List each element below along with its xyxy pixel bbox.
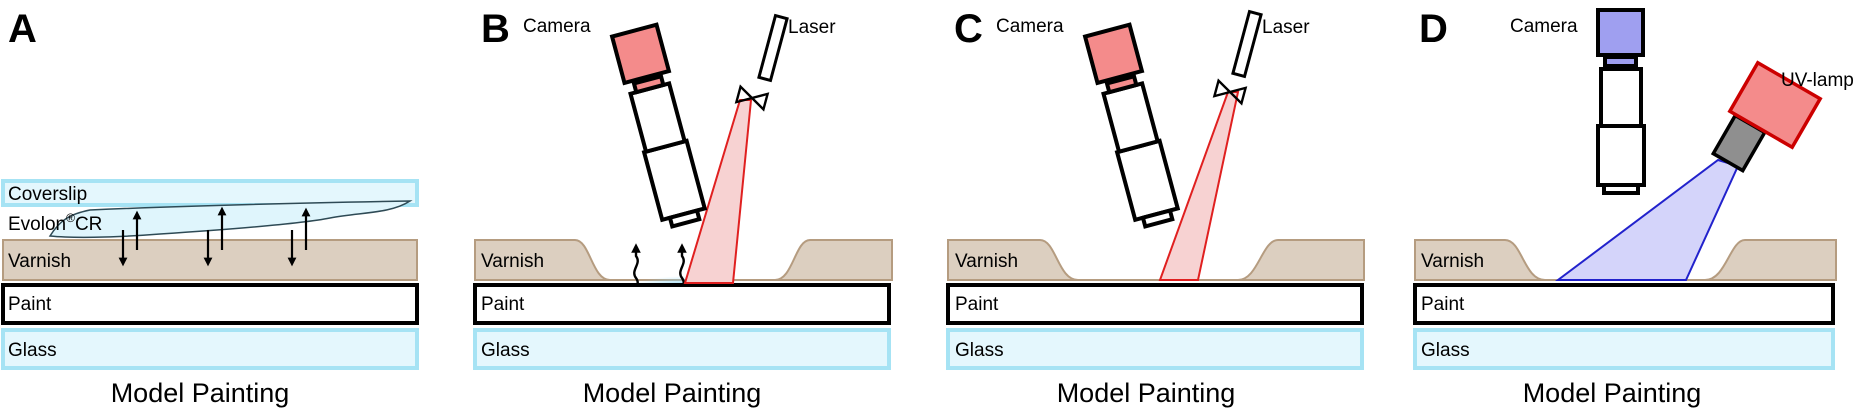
laser-body — [757, 13, 789, 83]
camera-objective — [667, 208, 702, 229]
camera-head — [1082, 22, 1145, 86]
glass-layer — [473, 328, 891, 370]
camera-label: Camera — [523, 16, 591, 37]
lamp-head — [1727, 60, 1823, 150]
camera-mount — [1104, 73, 1139, 95]
coverslip-label: Coverslip — [8, 184, 87, 205]
panel-letter: D — [1419, 7, 1448, 51]
varnish-label: Varnish — [1421, 251, 1484, 272]
glass-layer — [1, 328, 419, 370]
paint-label: Paint — [481, 294, 525, 315]
camera-label: Camera — [1510, 16, 1578, 37]
varnish-layer — [474, 239, 893, 281]
glass-label: Glass — [481, 340, 530, 361]
varnish-label: Varnish — [8, 251, 71, 272]
camera-body — [641, 138, 708, 223]
camera-mount — [631, 73, 666, 95]
paint-layer — [1, 283, 419, 325]
evolon-film — [48, 200, 413, 239]
panel-caption: Model Painting — [111, 378, 290, 408]
paint-layer — [946, 283, 1364, 325]
panel-caption: Model Painting — [1057, 378, 1236, 408]
varnish-label: Varnish — [481, 251, 544, 272]
glass-label: Glass — [8, 340, 57, 361]
varnish-layer — [1414, 239, 1837, 281]
camera-head — [609, 22, 672, 86]
camera-objective — [1140, 208, 1175, 229]
laser-label: Laser — [788, 17, 836, 38]
glass-label: Glass — [1421, 340, 1470, 361]
evolon-label: Evolon®CR — [8, 211, 102, 235]
camera-head — [1596, 8, 1645, 57]
exchange-arrows — [118, 206, 311, 267]
varnish-layer — [947, 239, 1365, 281]
panel-letter: C — [954, 7, 983, 51]
laser-lens-icon — [1212, 78, 1248, 106]
laser-lens-icon — [734, 84, 770, 112]
paint-label: Paint — [1421, 294, 1465, 315]
lamp-label: UV-lamp — [1781, 70, 1854, 91]
panel-c: C Varnish Paint Glass Laser Camera Model… — [946, 7, 1365, 408]
laser-body — [1231, 9, 1263, 79]
paint-layer — [473, 283, 891, 325]
uv-light-cone — [1555, 158, 1740, 281]
camera — [1082, 22, 1181, 229]
camera-label: Camera — [996, 16, 1064, 37]
panel-letter: A — [8, 7, 37, 51]
glass-layer — [1413, 328, 1835, 370]
camera — [609, 22, 708, 229]
panel-b: B Varnish Paint Glass Laser — [473, 7, 893, 408]
laser: Laser — [683, 13, 836, 284]
panel-d: D Varnish Paint Glass UV-lamp Camera Mod… — [1413, 7, 1854, 408]
panel-letter: B — [481, 7, 510, 51]
panel-caption: Model Painting — [1523, 378, 1702, 408]
camera-body — [1596, 124, 1646, 187]
uv-lamp: UV-lamp — [1710, 60, 1854, 173]
camera-body — [1114, 138, 1181, 223]
paint-layer — [1413, 283, 1835, 325]
panel-a: A Coverslip Evolon®CR Varnish Paint Glas… — [1, 7, 419, 408]
camera-lens-barrel — [1599, 67, 1643, 128]
camera-objective — [1602, 183, 1640, 195]
varnish-label: Varnish — [955, 251, 1018, 272]
camera — [1596, 8, 1646, 195]
laser-label: Laser — [1262, 17, 1310, 38]
paint-label: Paint — [955, 294, 999, 315]
paint-label: Paint — [8, 294, 52, 315]
panel-caption: Model Painting — [583, 378, 762, 408]
glass-layer — [946, 328, 1364, 370]
glass-label: Glass — [955, 340, 1004, 361]
laser: Laser — [1158, 9, 1310, 281]
camera-mount — [1603, 55, 1638, 68]
